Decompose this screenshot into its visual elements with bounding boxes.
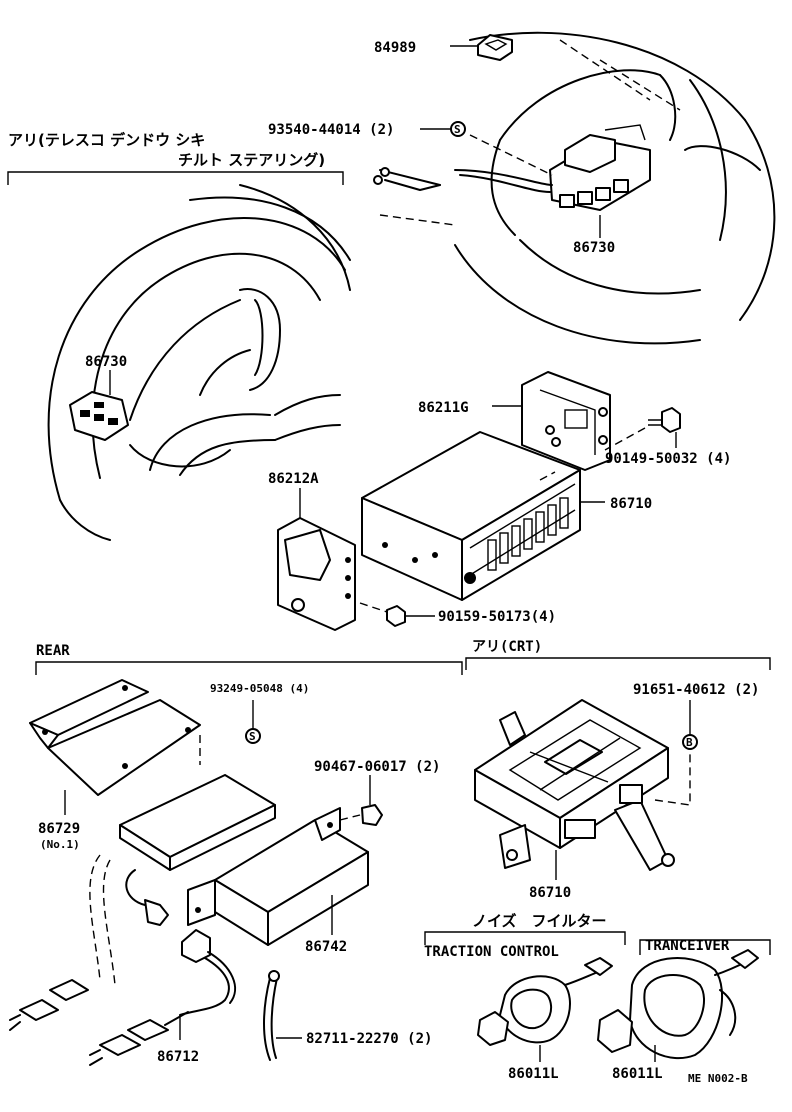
clip-90467: [339, 775, 383, 826]
part-86712-harness: [89, 929, 236, 1066]
svg-text:S: S: [249, 730, 256, 743]
label-86742: 86742: [305, 939, 347, 955]
part-86011l-traction: [477, 957, 613, 1062]
part-86730-top: [373, 124, 651, 238]
label-86730-left: 86730: [85, 354, 127, 370]
part-86011l-tranceiver: [597, 949, 759, 1062]
section-tranceiver: TRANCEIVER: [645, 938, 730, 954]
part-86710-crt: [474, 699, 691, 880]
screw-90159: [359, 602, 435, 627]
label-93249: 93249-05048 (4): [210, 682, 309, 695]
part-86742-module: [187, 807, 369, 946]
label-86710-bottom: 86710: [529, 885, 571, 901]
label-86729: 86729: [38, 821, 80, 837]
label-90149: 90149-50032 (4): [605, 451, 731, 467]
footer-code: ME N002-B: [688, 1072, 748, 1085]
label-84989: 84989: [374, 40, 416, 56]
screw-s-marker-top: S: [420, 121, 466, 137]
bracket-noise-filter: [424, 931, 626, 945]
part-84989-switch: [450, 34, 513, 61]
section-option-telescopic: アリ(テレスコ デンドウ シキ: [8, 131, 205, 149]
label-86729-sub: (No.1): [40, 838, 80, 851]
part-86211g-bracket: [492, 371, 611, 471]
bolt-90149: [604, 407, 681, 451]
label-86011l-a: 86011L: [508, 1066, 559, 1082]
section-traction-control: TRACTION CONTROL: [424, 944, 559, 960]
svg-text:B: B: [686, 736, 693, 749]
section-noise-filter: ノイズ フイルター: [472, 912, 607, 930]
section-option-telescopic-2: チルト ステアリング): [178, 151, 325, 169]
bracket-rear: [35, 661, 463, 675]
bracket-crt: [465, 657, 771, 670]
svg-text:S: S: [454, 123, 461, 136]
section-rear: REAR: [36, 643, 70, 659]
steering-wheel-left: [47, 184, 351, 541]
part-82711-tie: [263, 970, 302, 1061]
part-86710-radio: [361, 431, 605, 601]
label-86212a: 86212A: [268, 471, 319, 487]
label-86211g: 86211G: [418, 400, 469, 416]
bracket-telescopic: [7, 171, 344, 185]
steering-wheel-top: [379, 31, 776, 345]
label-91651: 91651-40612 (2): [633, 682, 759, 698]
part-86212a-bracket: [277, 488, 356, 631]
screw-93249: S: [199, 700, 261, 765]
label-93540: 93540-44014 (2): [268, 122, 394, 138]
bracket-tranceiver: [639, 939, 771, 955]
part-86729-bracket: [29, 679, 201, 815]
bolt-91651: B: [682, 700, 698, 750]
label-82711: 82711-22270 (2): [306, 1031, 432, 1047]
section-option-crt: アリ(CRT): [472, 639, 542, 655]
label-90159: 90159-50173(4): [438, 609, 556, 625]
label-86011l-b: 86011L: [612, 1066, 663, 1082]
label-86712: 86712: [157, 1049, 199, 1065]
label-86710-top: 86710: [610, 496, 652, 512]
rear-amplifier-box: [9, 774, 276, 1031]
label-86730-top: 86730: [573, 240, 615, 256]
part-86730-left: [69, 370, 129, 441]
label-90467: 90467-06017 (2): [314, 759, 440, 775]
